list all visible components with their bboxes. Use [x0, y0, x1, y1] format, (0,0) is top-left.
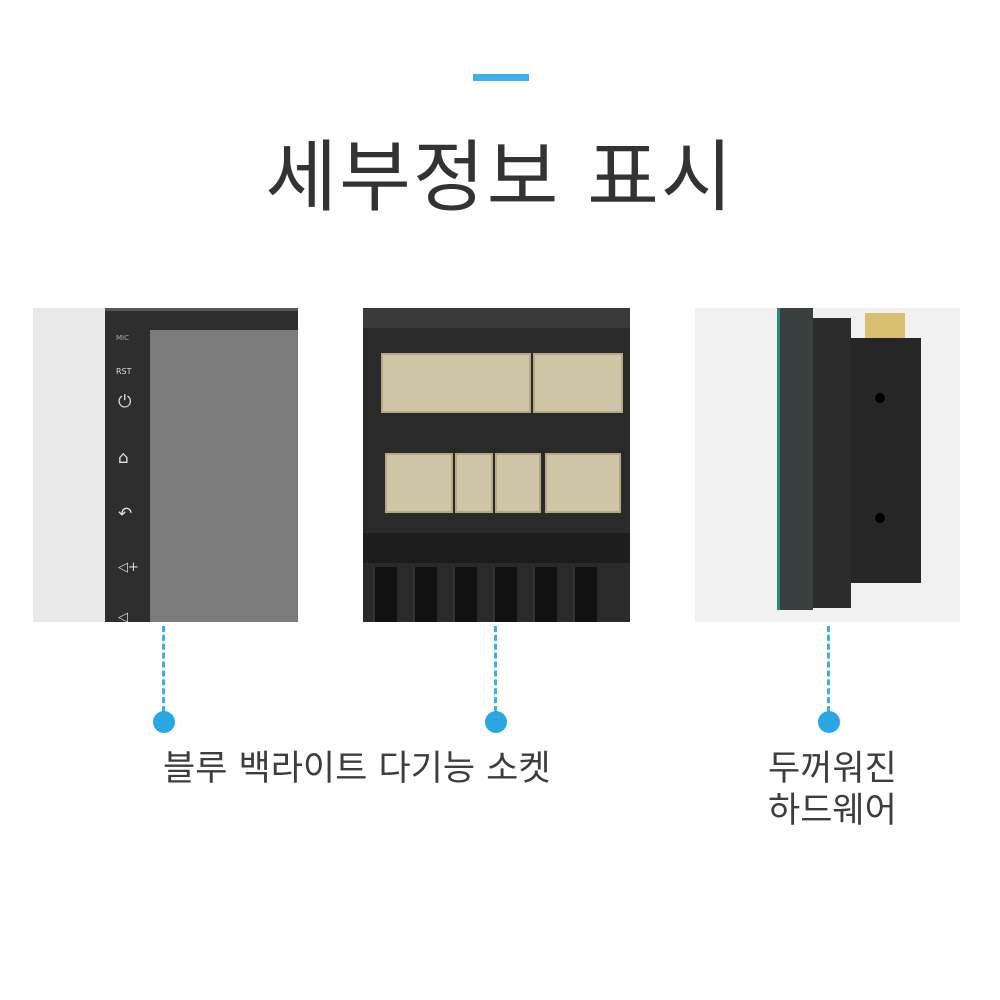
volume-down-icon: ◁: [118, 610, 128, 622]
rst-label: RST: [116, 367, 132, 376]
feature-label-sockets: 블루 백라이트 다기능 소켓: [163, 749, 551, 789]
mic-label: MIC: [116, 334, 129, 342]
photo-sockets: [363, 308, 630, 622]
photo-side-hardware: [695, 308, 960, 622]
feature-label-hardware-line2: 하드웨어: [768, 791, 897, 831]
connector-line-2: [494, 626, 497, 712]
home-icon: ⌂: [118, 448, 129, 468]
photo-front-panel: MIC RST ⏻ ⌂ ↶ ◁+ ◁: [33, 308, 298, 622]
marker-dot-3: [818, 711, 840, 733]
connector-line-3: [827, 626, 830, 712]
accent-bar: [473, 74, 529, 81]
connector-line-1: [162, 626, 165, 712]
volume-up-icon: ◁+: [118, 560, 139, 575]
power-icon: ⏻: [118, 392, 132, 412]
marker-dot-2: [485, 711, 507, 733]
feature-label-hardware-line1: 두꺼워진: [768, 749, 897, 789]
marker-dot-1: [153, 711, 175, 733]
back-icon: ↶: [118, 504, 133, 524]
page-title: 세부정보 표시: [265, 133, 735, 223]
